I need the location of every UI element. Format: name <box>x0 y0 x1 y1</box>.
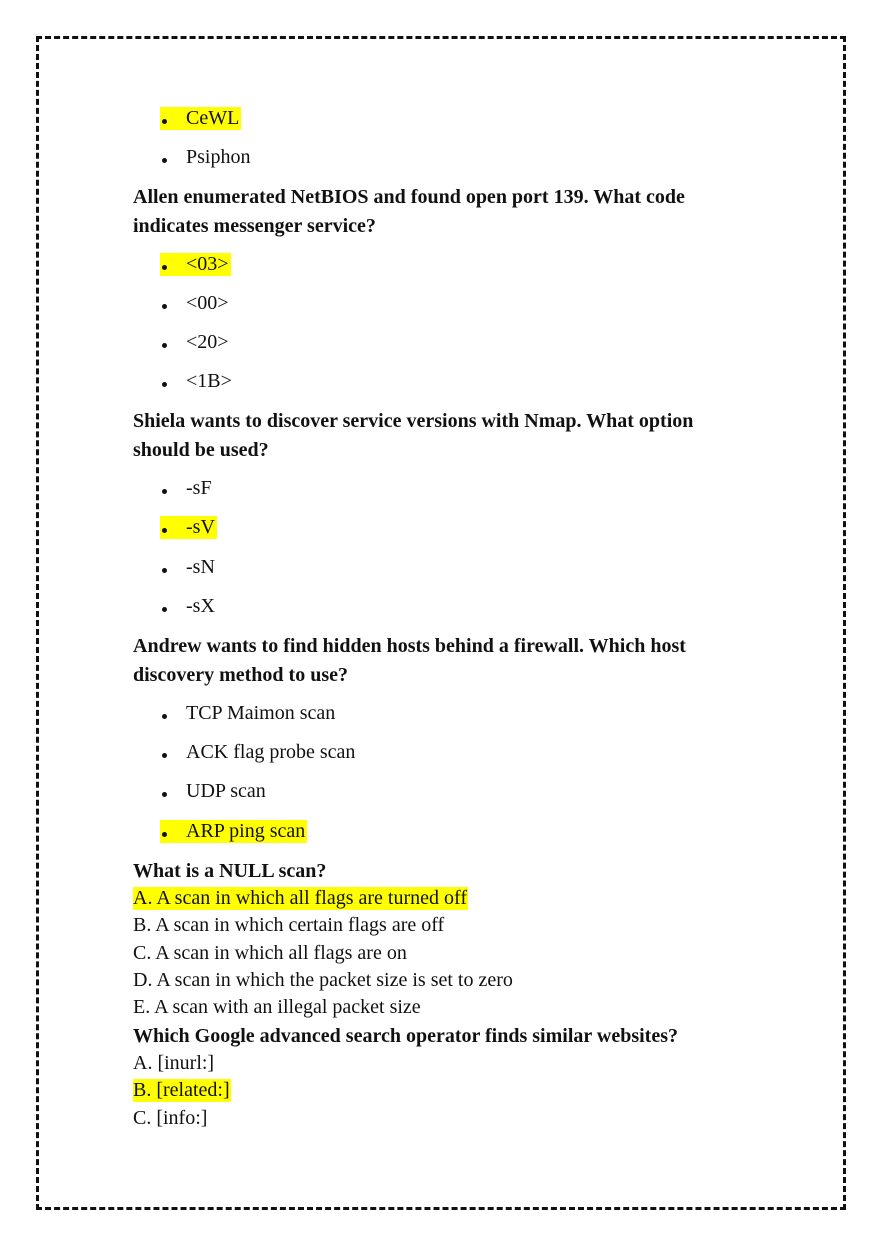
question-line-1: Andrew wants to find hidden hosts behind… <box>133 635 686 657</box>
answer-option: C. A scan in which all flags are on <box>133 942 407 964</box>
option-text: Psiphon <box>186 146 251 168</box>
question-line-2: indicates messenger service? <box>133 215 376 237</box>
answer-option-highlighted: B. [related:] <box>133 1079 231 1102</box>
option-text: <20> <box>186 331 229 353</box>
option-text: UDP scan <box>186 780 266 802</box>
bullet-icon <box>160 477 186 500</box>
answer-option-highlighted: -sV <box>160 516 217 539</box>
answer-option-highlighted: <03> <box>160 253 231 276</box>
option-text: ARP ping scan <box>186 820 306 842</box>
answer-option: <1B> <box>160 370 232 393</box>
question-heading: Shiela wants to discover service version… <box>133 407 773 465</box>
question-line-1: Allen enumerated NetBIOS and found open … <box>133 186 685 208</box>
bullet-icon <box>160 595 186 618</box>
option-text: <00> <box>186 292 229 314</box>
bullet-icon <box>160 702 186 725</box>
option-text: -sX <box>186 595 215 617</box>
bullet-icon <box>160 146 186 169</box>
page-border <box>36 36 846 1210</box>
bullet-icon <box>160 331 186 354</box>
question-line-2: should be used? <box>133 439 269 461</box>
option-text: <03> <box>186 253 229 275</box>
bullet-icon <box>160 292 186 315</box>
answer-option-highlighted: A. A scan in which all flags are turned … <box>133 887 468 910</box>
answer-option: -sN <box>160 556 215 579</box>
bullet-icon <box>160 820 186 843</box>
answer-option: -sF <box>160 477 212 500</box>
question-heading: Which Google advanced search operator fi… <box>133 1025 678 1047</box>
answer-option: TCP Maimon scan <box>160 702 335 725</box>
bullet-icon <box>160 780 186 803</box>
answer-option: B. A scan in which certain flags are off <box>133 914 445 936</box>
answer-option: UDP scan <box>160 780 266 803</box>
option-text: TCP Maimon scan <box>186 702 336 724</box>
bullet-icon <box>160 516 186 539</box>
answer-option-highlighted: ARP ping scan <box>160 820 308 843</box>
question-heading: Andrew wants to find hidden hosts behind… <box>133 632 773 690</box>
answer-option-highlighted: CeWL <box>160 107 242 130</box>
answer-option: Psiphon <box>160 146 250 169</box>
answer-option: <20> <box>160 331 229 354</box>
bullet-icon <box>160 556 186 579</box>
option-text: <1B> <box>186 370 232 392</box>
answer-option: A. [inurl:] <box>133 1052 215 1074</box>
bullet-icon <box>160 370 186 393</box>
option-text: ACK flag probe scan <box>186 741 356 763</box>
option-text: -sF <box>186 477 212 499</box>
question-line-1: Shiela wants to discover service version… <box>133 410 694 432</box>
question-heading: What is a NULL scan? <box>133 860 327 882</box>
answer-option: -sX <box>160 595 215 618</box>
question-heading: Allen enumerated NetBIOS and found open … <box>133 183 773 241</box>
answer-option: D. A scan in which the packet size is se… <box>133 969 513 991</box>
answer-option: E. A scan with an illegal packet size <box>133 996 421 1018</box>
answer-option: <00> <box>160 292 229 315</box>
bullet-icon <box>160 253 186 276</box>
bullet-icon <box>160 107 186 130</box>
answer-option: ACK flag probe scan <box>160 741 355 764</box>
question-line-2: discovery method to use? <box>133 664 348 686</box>
bullet-icon <box>160 741 186 764</box>
answer-option: C. [info:] <box>133 1107 208 1129</box>
option-text: CeWL <box>186 107 240 129</box>
option-text: -sV <box>186 516 215 538</box>
option-text: -sN <box>186 556 215 578</box>
